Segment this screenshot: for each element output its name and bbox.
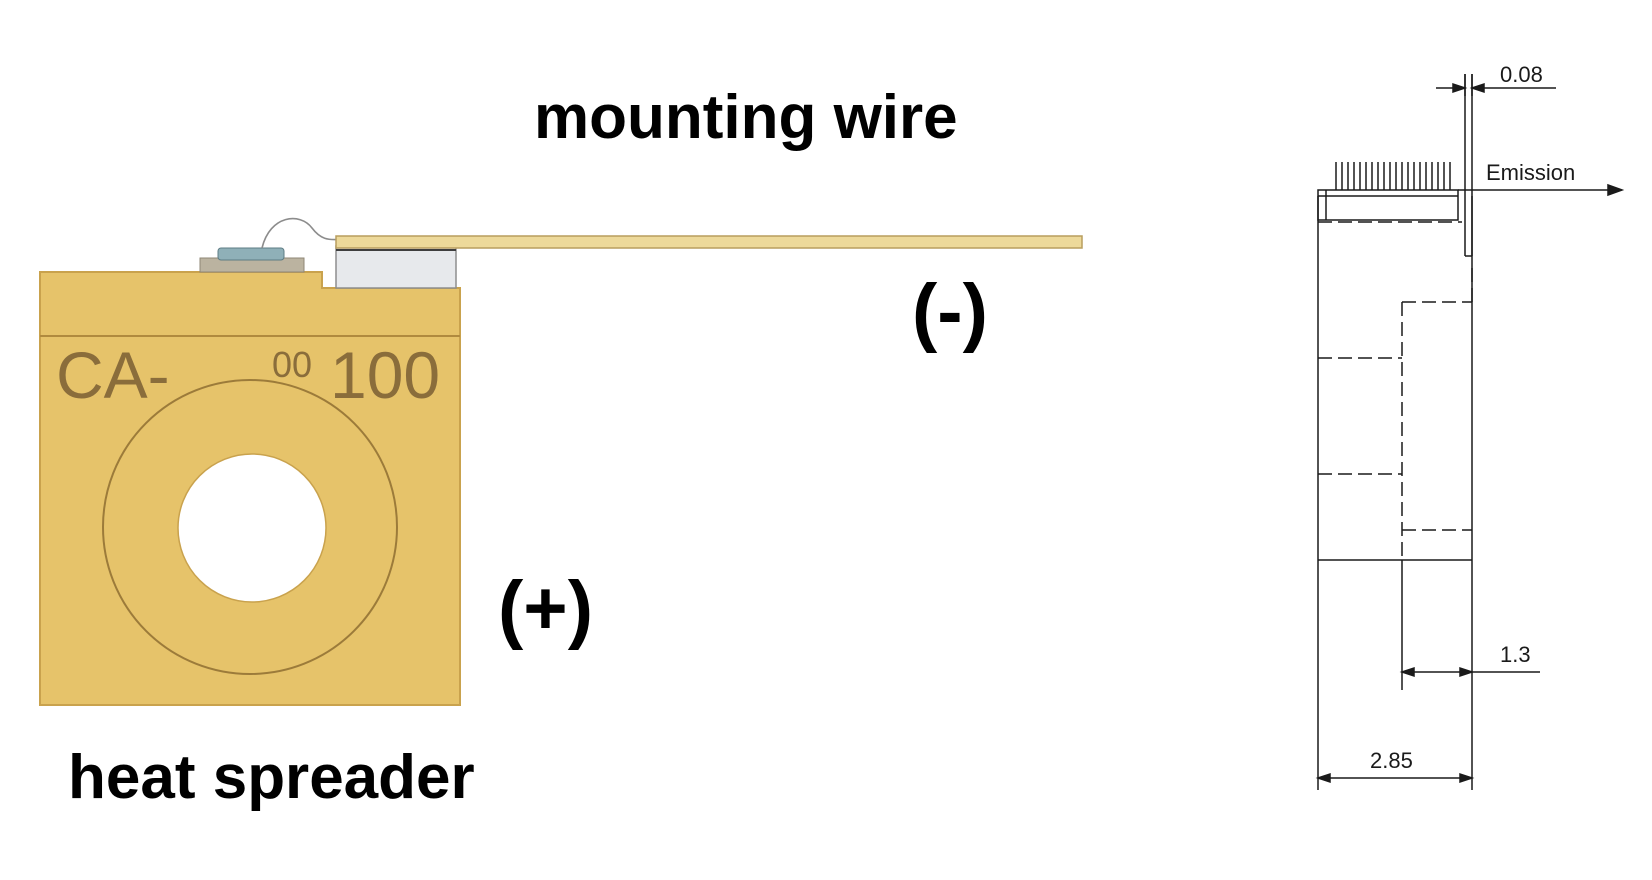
marking-large-digits: 100 (330, 338, 440, 412)
bond-wire (261, 217, 343, 249)
mounting-wire-strip (335, 235, 1083, 249)
heat-spreader-drawing: CA- 00 100 (39, 217, 1083, 706)
marking-small-digits: 00 (272, 344, 312, 385)
fin-array (1335, 162, 1451, 190)
negative-terminal-label: (-) (912, 269, 988, 354)
mounting-hole (177, 453, 327, 603)
positive-terminal-label: (+) (498, 566, 593, 651)
heat-spreader-label: heat spreader (68, 743, 475, 812)
dim-0-08: 0.08 (1500, 62, 1543, 87)
mounting-ring (102, 379, 398, 675)
marking-prefix: CA- (56, 338, 170, 412)
laser-chip (217, 247, 285, 261)
dim-1-3: 1.3 (1500, 642, 1531, 667)
mounting-wire-label: mounting wire (534, 83, 958, 152)
technical-side-view (1315, 74, 1625, 790)
dim-2-85: 2.85 (1370, 748, 1413, 773)
wire-insulator (335, 245, 457, 289)
hidden-lines (1318, 221, 1473, 560)
dim-emission: Emission (1486, 160, 1575, 185)
